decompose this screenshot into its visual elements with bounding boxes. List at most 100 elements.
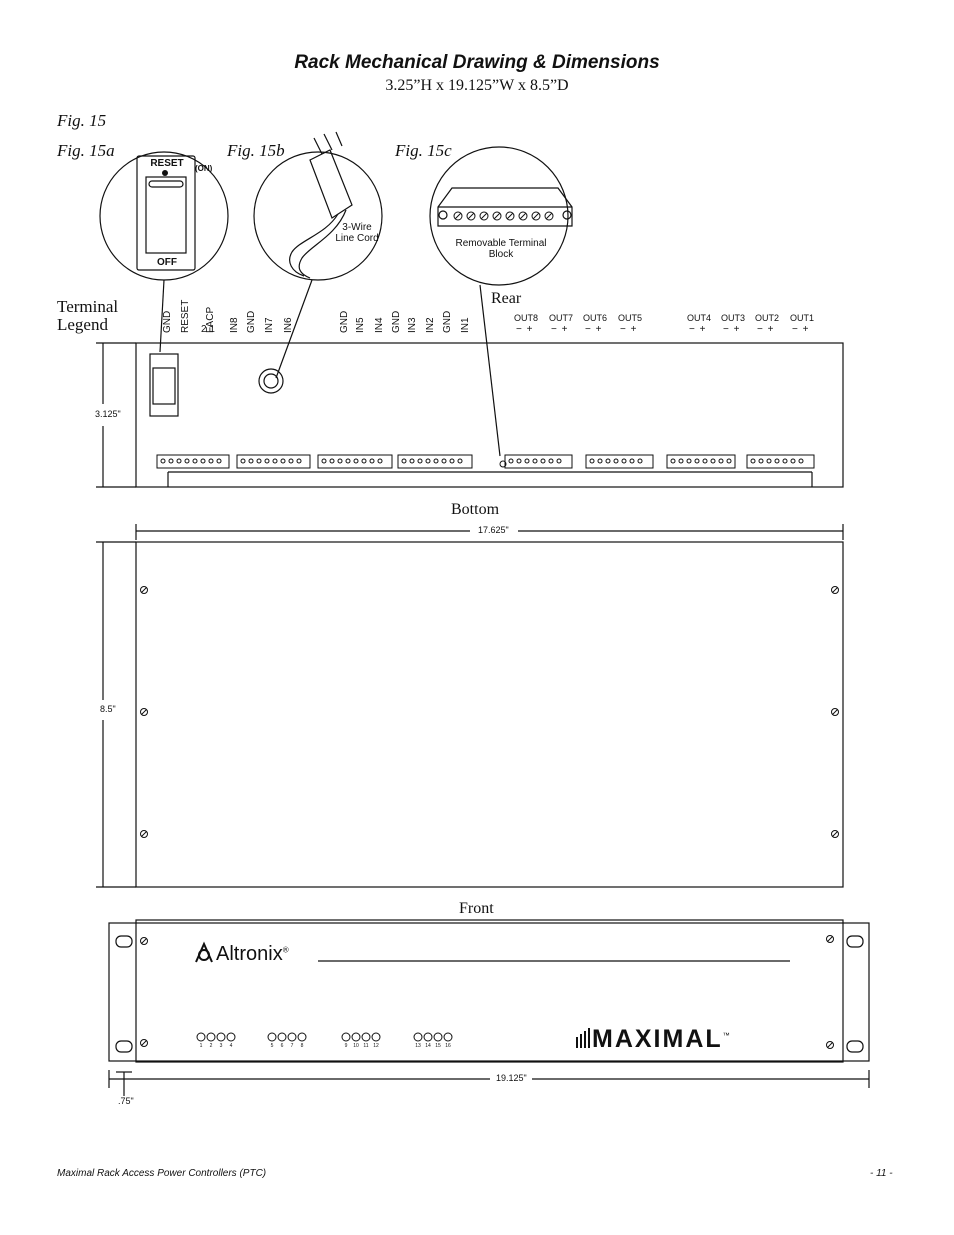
status-led <box>277 1032 287 1042</box>
status-led <box>413 1032 423 1042</box>
brand-maximal: MAXIMAL™ <box>592 1025 732 1053</box>
terminal-strip <box>236 454 311 469</box>
terminal-label: GND <box>442 310 453 333</box>
led-number: 1 <box>199 1043 203 1049</box>
status-led <box>216 1032 226 1042</box>
polarity-mark: − + <box>723 324 741 335</box>
status-led <box>206 1032 216 1042</box>
mounting-screw <box>140 586 148 594</box>
terminal-screw <box>479 211 489 221</box>
fig-15a-label: Fig. 15a <box>57 141 115 160</box>
legend-title-line2: Legend <box>57 315 108 334</box>
status-led <box>433 1032 443 1042</box>
fig-15c-circle <box>429 146 569 286</box>
terminal-label: GND <box>339 310 350 333</box>
front-view-label: Front <box>459 900 494 917</box>
plug-body <box>309 149 353 219</box>
terminal-strip <box>585 454 654 469</box>
led-number: 2 <box>209 1043 213 1049</box>
output-label: OUT4 <box>687 313 712 323</box>
terminal-label: IN1 <box>460 317 471 333</box>
polarity-mark: − + <box>792 324 810 335</box>
fig-15c-label: Fig. 15c <box>395 141 452 160</box>
led-number: 16 <box>445 1043 451 1049</box>
cord-grommet <box>258 368 284 394</box>
terminal-leader <box>479 284 501 457</box>
output-label: OUT1 <box>790 313 815 323</box>
terminal-label: IN8 <box>229 317 240 333</box>
led-number: 12 <box>373 1043 379 1049</box>
terminal-label: IN4 <box>374 317 385 333</box>
led-number: 4 <box>229 1043 233 1049</box>
fig-15b-circle <box>253 151 383 281</box>
on-label: (ON) <box>195 164 213 173</box>
status-led <box>226 1032 236 1042</box>
ear-width-dim: .75" <box>116 1096 136 1106</box>
fig-15b-label: Fig. 15b <box>227 141 285 160</box>
status-led <box>196 1032 206 1042</box>
led-number: 10 <box>353 1043 359 1049</box>
led-number: 8 <box>300 1043 304 1049</box>
output-label: OUT2 <box>755 313 780 323</box>
terminal-label: IN3 <box>407 317 418 333</box>
polarity-mark: − + <box>551 324 569 335</box>
terminal-label: IN2 <box>425 317 436 333</box>
output-label: OUT7 <box>549 313 574 323</box>
terminal-label: GND <box>246 310 257 333</box>
led-number: 9 <box>344 1043 348 1049</box>
status-led <box>371 1032 381 1042</box>
rear-panel <box>135 342 844 488</box>
led-number: 11 <box>363 1043 369 1049</box>
terminal-label: RESET <box>180 299 191 333</box>
status-led <box>267 1032 277 1042</box>
brand-altronix: Altronix® <box>216 943 289 965</box>
mounting-screw <box>826 1041 834 1049</box>
status-led <box>287 1032 297 1042</box>
terminal-label: GND <box>162 310 173 333</box>
bottom-width-dim: 17.625" <box>476 525 511 535</box>
bottom-view-label: Bottom <box>451 501 500 518</box>
terminal-block-label: Removable Terminal Block <box>455 238 547 260</box>
reset-switch-rocker <box>145 176 187 254</box>
output-label: OUT6 <box>583 313 608 323</box>
led-number: 3 <box>219 1043 223 1049</box>
led-number: 14 <box>425 1043 431 1049</box>
output-label: OUT8 <box>514 313 539 323</box>
status-led <box>297 1032 307 1042</box>
polarity-mark: − + <box>585 324 603 335</box>
front-width-dim: 19.125" <box>494 1073 529 1083</box>
facp-pins: 2 1 <box>201 324 215 335</box>
terminal-strip <box>504 454 573 469</box>
terminal-screw <box>531 211 541 221</box>
page-title: Rack Mechanical Drawing & Dimensions <box>294 52 660 73</box>
terminal-strip <box>746 454 815 469</box>
bottom-panel <box>135 541 844 888</box>
terminal-label: IN7 <box>264 317 275 333</box>
cord-leader <box>275 279 313 379</box>
reset-led <box>162 170 168 176</box>
reset-switch-callout <box>136 155 196 271</box>
status-led <box>443 1032 453 1042</box>
footer-left: Maximal Rack Access Power Controllers (P… <box>57 1168 267 1179</box>
status-led <box>341 1032 351 1042</box>
fig-15-label: Fig. 15 <box>57 111 107 130</box>
legend-title-line1: Terminal <box>57 297 119 316</box>
led-number: 15 <box>435 1043 441 1049</box>
terminal-strip <box>156 454 230 469</box>
terminal-label: IN5 <box>355 317 366 333</box>
rear-view-label: Rear <box>491 290 522 307</box>
page-number: - 11 - <box>870 1168 893 1179</box>
terminal-label: GND <box>391 310 402 333</box>
terminal-screw <box>492 211 502 221</box>
mounting-screw <box>140 830 148 838</box>
led-number: 5 <box>270 1043 274 1049</box>
bottom-depth-dim: 8.5" <box>98 704 118 714</box>
led-number: 13 <box>415 1043 421 1049</box>
terminal-screw <box>505 211 515 221</box>
terminal-strip <box>397 454 473 469</box>
terminal-screw <box>544 211 554 221</box>
front-panel-ears <box>108 922 870 1062</box>
mounting-screw <box>826 935 834 943</box>
mounting-screw <box>831 586 839 594</box>
